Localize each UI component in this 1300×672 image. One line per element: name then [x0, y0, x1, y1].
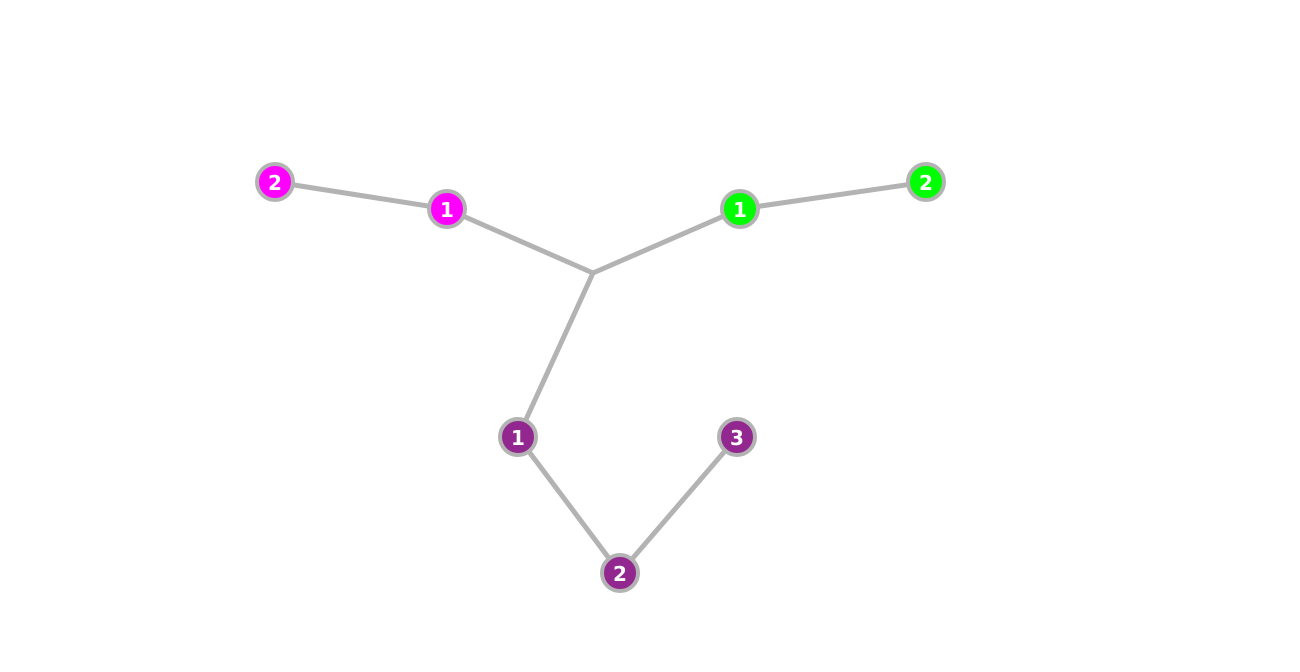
- node-circle-m1[interactable]: [427, 189, 467, 229]
- edge-hub-g1: [590, 206, 743, 276]
- node-label-m2: 2: [268, 171, 282, 195]
- node-circle-p3[interactable]: [717, 417, 757, 457]
- edges-layer: [272, 179, 929, 576]
- edge-p1-p2: [515, 434, 623, 576]
- node-circle-p1[interactable]: [498, 417, 538, 457]
- node-circle-p2[interactable]: [600, 553, 640, 593]
- edge-hub-p1: [515, 270, 596, 440]
- node-g2[interactable]: 2: [906, 162, 946, 202]
- node-circle-g1[interactable]: [720, 189, 760, 229]
- node-label-g1: 1: [733, 198, 747, 222]
- edge-p2-p3: [617, 434, 740, 576]
- node-label-g2: 2: [919, 171, 933, 195]
- node-label-p2: 2: [613, 562, 627, 586]
- edge-g1-g2: [737, 179, 929, 212]
- nodes-layer: 1 2 1 2 1 2 3: [255, 162, 946, 593]
- edge-hub-m1: [444, 206, 596, 276]
- node-label-p1: 1: [511, 426, 525, 450]
- node-m2[interactable]: 2: [255, 162, 295, 202]
- edge-m1-m2: [272, 179, 450, 212]
- node-p1[interactable]: 1: [498, 417, 538, 457]
- node-circle-g2[interactable]: [906, 162, 946, 202]
- node-p3[interactable]: 3: [717, 417, 757, 457]
- node-p2[interactable]: 2: [600, 553, 640, 593]
- node-m1[interactable]: 1: [427, 189, 467, 229]
- node-label-p3: 3: [730, 426, 744, 450]
- node-circle-m2[interactable]: [255, 162, 295, 202]
- node-label-m1: 1: [440, 198, 454, 222]
- node-g1[interactable]: 1: [720, 189, 760, 229]
